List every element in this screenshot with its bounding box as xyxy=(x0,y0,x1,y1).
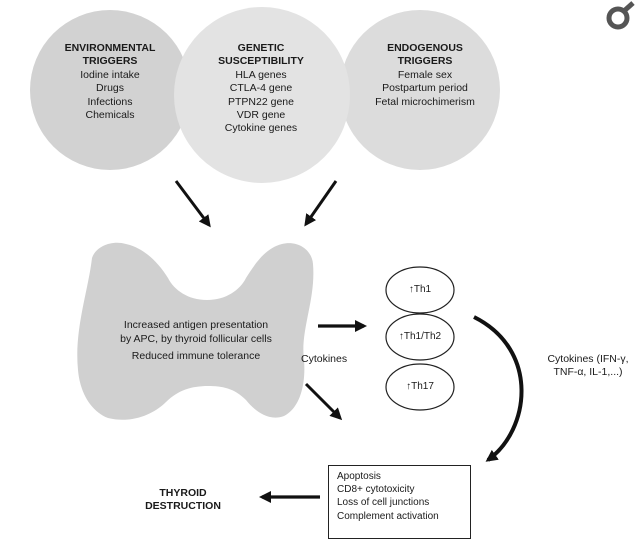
endogenous-item: Postpartum period xyxy=(382,82,468,95)
genetic-item: VDR gene xyxy=(236,109,286,122)
genetic-circle xyxy=(174,7,350,183)
environmental-item: Iodine intake xyxy=(80,68,140,81)
th17-label: ↑Th17 xyxy=(406,381,434,392)
environmental-item: Infections xyxy=(87,95,133,108)
effects-box: Apoptosis CD8+ cytotoxicity Loss of cell… xyxy=(328,465,471,539)
th17-ellipse xyxy=(385,363,455,411)
arrow-endogenous-to-thyroid xyxy=(304,180,338,227)
environmental-triggers-text: ENVIRONMENTAL TRIGGERS Iodine intake Dru… xyxy=(48,42,172,122)
thyroid-shape xyxy=(77,242,314,420)
endogenous-circle xyxy=(340,10,500,170)
genetic-title-line2: SUSCEPTIBILITY xyxy=(218,55,304,68)
th1-th2-label: ↑Th1/Th2 xyxy=(398,331,442,342)
arrow-thyroid-to-effects xyxy=(304,382,343,421)
th1-th2-ellipse xyxy=(385,313,455,361)
genetic-title-line1: GENETIC xyxy=(237,42,285,54)
cytokines-right-line2: TNF-α, IL-1,...) xyxy=(553,366,623,379)
endogenous-triggers-text: ENDOGENOUS TRIGGERS Female sex Postpartu… xyxy=(360,42,490,109)
cytokines-label: Cytokines xyxy=(301,353,348,365)
environmental-circle xyxy=(30,10,190,170)
thyroid-line: Increased antigen presentation xyxy=(123,319,269,331)
thyroid-text: Increased antigen presentation by APC, b… xyxy=(96,319,296,364)
genetic-item: HLA genes xyxy=(235,68,287,81)
genetic-item: Cytokine genes xyxy=(224,122,298,135)
environmental-item: Drugs xyxy=(95,82,124,95)
thyroid-line: Reduced immune tolerance xyxy=(131,350,261,363)
th1-label: ↑Th1 xyxy=(408,284,432,295)
thyroid-destruction-label: THYROID DESTRUCTION xyxy=(123,487,243,514)
endogenous-item: Fetal microchimerism xyxy=(375,95,475,108)
environmental-item: Chemicals xyxy=(85,109,135,122)
endogenous-item: Female sex xyxy=(397,68,453,81)
effect-item: Loss of cell junctions xyxy=(337,497,430,509)
arrow-th-to-effects xyxy=(473,315,524,462)
arrow-environmental-to-thyroid xyxy=(174,180,211,228)
cytokines-right-label: Cytokines (IFN-γ, TNF-α, IL-1,...) xyxy=(538,353,638,380)
environmental-title-line1: ENVIRONMENTAL xyxy=(64,42,156,54)
genetic-susceptibility-text: GENETIC SUSCEPTIBILITY HLA genes CTLA-4 … xyxy=(198,42,324,136)
corner-logo-icon xyxy=(606,1,635,30)
genetic-item: PTPN22 gene xyxy=(228,95,294,108)
thyroid-line: by APC, by thyroid follicular cells xyxy=(120,332,272,345)
effect-item: Complement activation xyxy=(337,510,439,522)
effect-item: Apoptosis xyxy=(337,471,381,482)
cytokines-right-line1: Cytokines (IFN-γ, xyxy=(547,353,629,365)
genetic-item: CTLA-4 gene xyxy=(229,82,293,95)
environmental-title-line2: TRIGGERS xyxy=(82,55,138,68)
destruction-line2: DESTRUCTION xyxy=(145,500,221,513)
endogenous-title-line2: TRIGGERS xyxy=(397,55,453,68)
th1-ellipse xyxy=(385,266,455,314)
endogenous-title-line1: ENDOGENOUS xyxy=(387,42,463,54)
destruction-line1: THYROID xyxy=(159,487,207,499)
effect-item: CD8+ cytotoxicity xyxy=(337,484,415,496)
